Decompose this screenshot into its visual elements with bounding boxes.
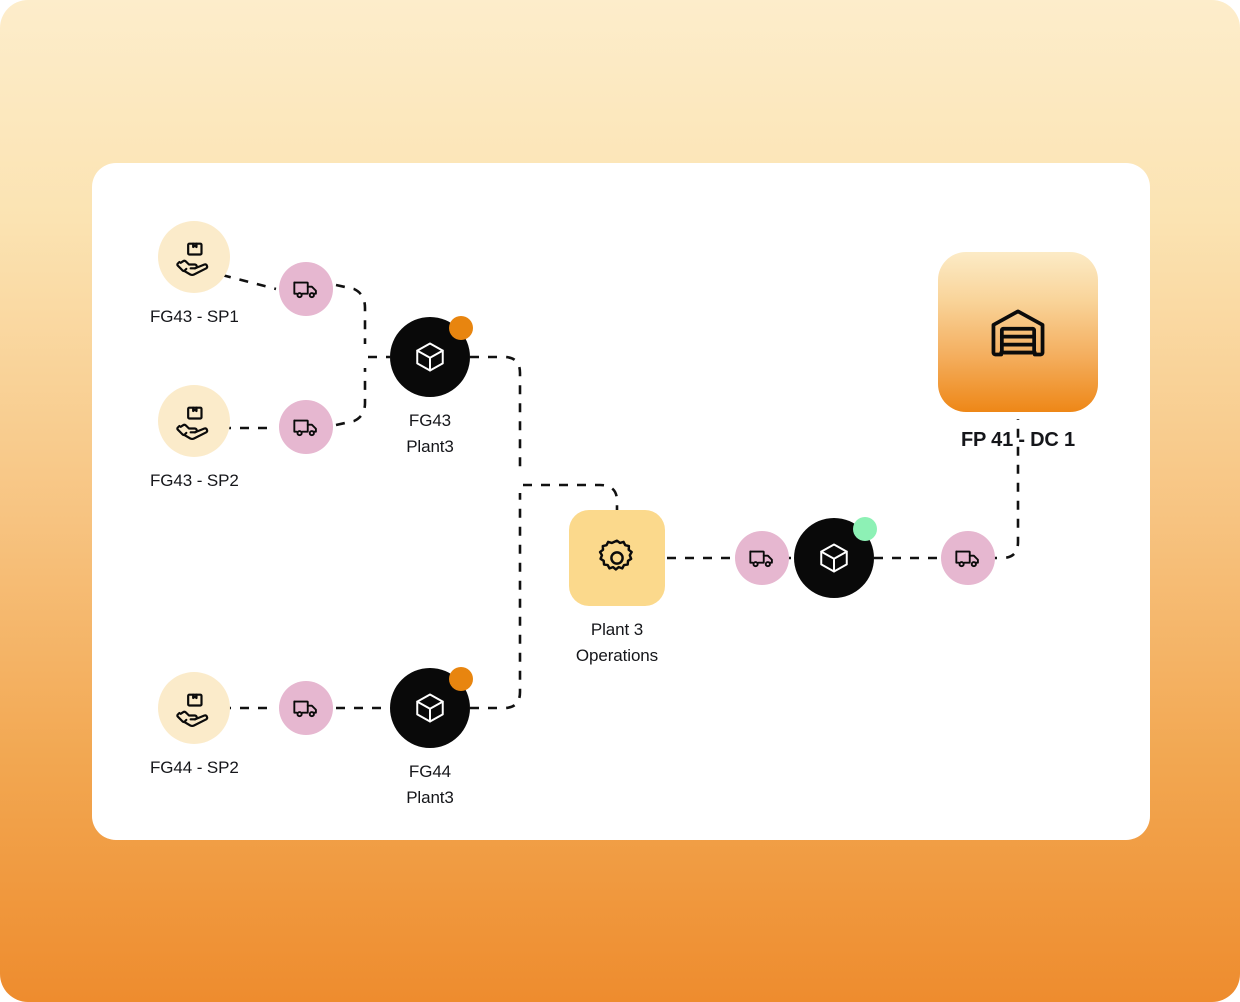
node-label: Plant 3 Operations: [575, 620, 659, 665]
transport-shape[interactable]: [279, 262, 333, 316]
transport-shape[interactable]: [735, 531, 789, 585]
node-label: FG43 - SP2: [150, 471, 239, 490]
node-truck-3[interactable]: [279, 681, 333, 735]
node-label: FG43 Plant3: [406, 411, 454, 456]
node-label: FG43 - SP1: [150, 307, 239, 326]
truck-icon: [293, 700, 317, 718]
edge-truck5-fp41dc1: [970, 419, 1020, 560]
node-truck-4[interactable]: [735, 531, 789, 585]
truck-icon: [749, 550, 773, 568]
status-badge-green: [853, 517, 877, 541]
node-fg44-plant3[interactable]: FG44 Plant3: [390, 667, 473, 811]
truck-icon: [955, 550, 979, 568]
node-label: FG44 Plant3: [406, 762, 454, 807]
product-shape[interactable]: [794, 517, 877, 598]
gear-icon: [598, 539, 633, 571]
node-fg44-sp2[interactable]: FG44 - SP2: [150, 672, 239, 781]
warehouse-icon: [991, 309, 1045, 357]
product-shape[interactable]: [390, 316, 473, 397]
status-badge-orange: [449, 316, 473, 340]
cube-icon: [820, 543, 848, 573]
node-label: FG44 - SP2: [150, 758, 239, 777]
edge-layer: [221, 273, 1020, 710]
edge-junction-plant3ops: [523, 483, 619, 510]
edge-truck2-bus: [335, 368, 367, 427]
edge-truck1-bus: [335, 283, 367, 344]
transport-shape[interactable]: [279, 681, 333, 735]
hand-package-icon: [176, 693, 209, 728]
node-fg43-sp1[interactable]: FG43 - SP1: [150, 221, 239, 330]
node-fg43-sp2[interactable]: FG43 - SP2: [150, 385, 239, 494]
supplier-shape[interactable]: [158, 672, 231, 744]
node-label: FP 41 - DC 1: [961, 429, 1075, 451]
node-fp41-dc1[interactable]: FP 41 - DC 1: [938, 252, 1098, 455]
product-shape[interactable]: [390, 667, 473, 748]
truck-icon: [293, 281, 317, 299]
transport-shape[interactable]: [279, 400, 333, 454]
node-plant3-operations[interactable]: Plant 3 Operations: [569, 510, 665, 669]
node-mid-product[interactable]: [794, 517, 877, 598]
truck-icon: [293, 419, 317, 437]
hand-package-icon: [176, 242, 209, 277]
cube-icon: [416, 693, 444, 723]
node-truck-5[interactable]: [941, 531, 995, 585]
node-truck-1[interactable]: [279, 262, 333, 316]
cube-icon: [416, 342, 444, 372]
node-fg43-plant3[interactable]: FG43 Plant3: [390, 316, 473, 460]
operations-shape[interactable]: [569, 510, 665, 606]
supplier-shape[interactable]: [158, 385, 231, 457]
status-badge-orange: [449, 667, 473, 691]
edge-fg43plant3-junction: [470, 355, 522, 470]
transport-shape[interactable]: [941, 531, 995, 585]
node-truck-2[interactable]: [279, 400, 333, 454]
diagram-canvas[interactable]: FG43 - SP1: [92, 163, 1150, 840]
distribution-center-shape[interactable]: [938, 252, 1098, 412]
supplier-shape[interactable]: [158, 221, 231, 293]
hand-package-icon: [176, 406, 209, 441]
edge-fg44plant3-junction: [470, 493, 522, 710]
